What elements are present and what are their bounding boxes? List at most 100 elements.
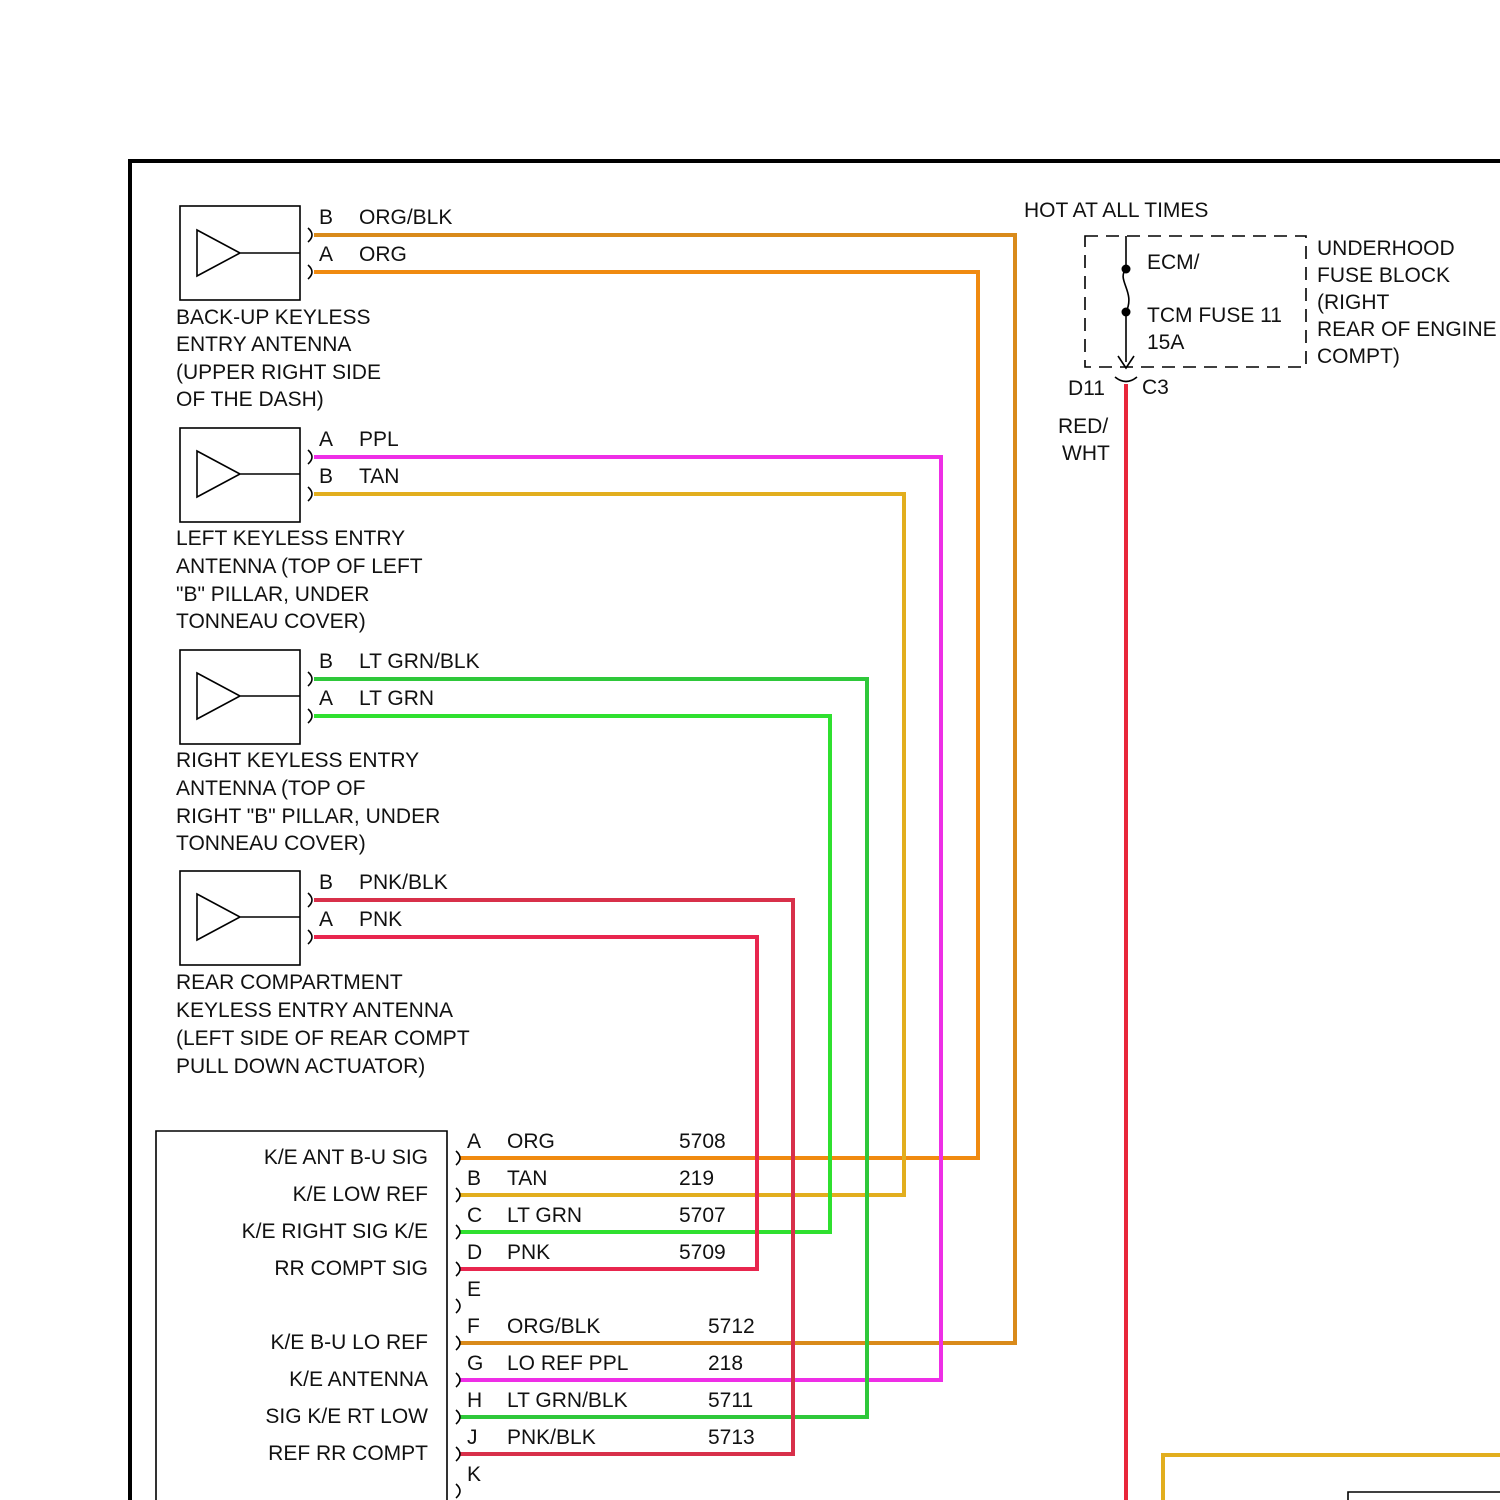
- pin-a-label: A: [319, 243, 333, 266]
- antenna-name-line-2: KEYLESS ENTRY ANTENNA: [176, 999, 453, 1022]
- antenna-name-line-4: TONNEAU COVER): [176, 832, 366, 855]
- module-label-6: K/E ANTENNA: [289, 1368, 428, 1391]
- fuse-icon: [1118, 236, 1134, 368]
- module-pin-d-color: PNK: [507, 1241, 550, 1264]
- fuse-terminal-bottom: [1122, 308, 1131, 317]
- antenna-name-line-1: REAR COMPARTMENT: [176, 971, 403, 994]
- connector-pin-a: [308, 450, 312, 464]
- module-pin-g-terminal: [456, 1373, 460, 1387]
- underhood-fuse-block: HOT AT ALL TIMES ECM/ TCM FUSE 11 15A UN…: [1024, 199, 1497, 465]
- pin-b-color: LT GRN/BLK: [359, 650, 480, 673]
- antenna-name-line-4: TONNEAU COVER): [176, 610, 366, 633]
- module-pin-j-terminal: [456, 1447, 460, 1461]
- antenna-icon: [197, 451, 300, 497]
- module-label-2: K/E LOW REF: [293, 1183, 428, 1206]
- pin-b-color: PNK/BLK: [359, 871, 448, 894]
- antenna-name-line-2: ANTENNA (TOP OF: [176, 777, 365, 800]
- module-pin-c-circuit: 5707: [679, 1204, 726, 1227]
- pin-a-color: PPL: [359, 428, 399, 451]
- module-label-1: K/E ANT B-U SIG: [264, 1146, 428, 1169]
- module-pin-b-terminal: [456, 1188, 460, 1202]
- module-pin-a: A: [467, 1130, 481, 1153]
- connector-pin-a: [308, 265, 312, 279]
- module-pin-d-circuit: 5709: [679, 1241, 726, 1264]
- module-pin-f: F: [467, 1315, 480, 1338]
- module-pins: A ORG 5708 B TAN 219 C LT GRN 5707 D PNK…: [456, 1130, 755, 1498]
- module-pin-b-color: TAN: [507, 1167, 547, 1190]
- connector-pin-b: [308, 893, 312, 907]
- wires: [314, 235, 1500, 1500]
- pin-a-label: A: [319, 908, 333, 931]
- module-pin-h-terminal: [456, 1410, 460, 1424]
- antenna-box: [180, 650, 300, 744]
- antenna-box: [180, 871, 300, 965]
- module-pin-k-terminal: [456, 1484, 460, 1498]
- fuse-block-label-3: (RIGHT: [1317, 291, 1389, 314]
- module-label-4: RR COMPT SIG: [274, 1257, 428, 1280]
- module-pin-j-circuit: 5713: [708, 1426, 755, 1449]
- antenna-icon: [197, 230, 300, 276]
- module-label-5: K/E B-U LO REF: [270, 1331, 428, 1354]
- connector-c3-label: C3: [1142, 376, 1169, 399]
- module-pin-k: K: [467, 1463, 481, 1486]
- antenna-name-line-4: PULL DOWN ACTUATOR): [176, 1055, 425, 1078]
- module-pin-f-color: ORG/BLK: [507, 1315, 600, 1338]
- antenna-name-line-4: OF THE DASH): [176, 388, 324, 411]
- pin-b-label: B: [319, 871, 333, 894]
- pin-b-label: B: [319, 206, 333, 229]
- fuse-terminal-top: [1122, 265, 1131, 274]
- module-pin-e: E: [467, 1278, 481, 1301]
- connector-c3-terminal: [1115, 377, 1137, 382]
- connector-pin-a: [308, 930, 312, 944]
- connector-pin-b: [308, 487, 312, 501]
- partial-component-box: [1348, 1492, 1500, 1500]
- module-label-7: SIG K/E RT LOW: [265, 1405, 428, 1428]
- fuse-label-line-1: ECM/: [1147, 251, 1200, 274]
- module-label-8: REF RR COMPT: [268, 1442, 428, 1465]
- connector-pin-a: [308, 709, 312, 723]
- antenna-name-line-2: ANTENNA (TOP OF LEFT: [176, 555, 423, 578]
- module-pin-c-terminal: [456, 1225, 460, 1239]
- wire-tan: [314, 494, 904, 1195]
- module-pin-h-color: LT GRN/BLK: [507, 1389, 628, 1412]
- connector-pin-b: [308, 672, 312, 686]
- pin-d11-label: D11: [1068, 377, 1105, 400]
- module-pin-g-color: LO REF PPL: [507, 1352, 628, 1375]
- fuse-label-line-3: 15A: [1147, 331, 1184, 354]
- module-pin-f-terminal: [456, 1336, 460, 1350]
- hot-at-all-times-label: HOT AT ALL TIMES: [1024, 199, 1208, 222]
- antenna-name-line-3: (LEFT SIDE OF REAR COMPT: [176, 1027, 470, 1050]
- fuse-block-label-2: FUSE BLOCK: [1317, 264, 1450, 287]
- antenna-icon: [197, 673, 300, 719]
- module-pin-a-circuit: 5708: [679, 1130, 726, 1153]
- pin-a-label: A: [319, 428, 333, 451]
- module-pin-e-terminal: [456, 1299, 460, 1313]
- module-pin-j-color: PNK/BLK: [507, 1426, 596, 1449]
- fuse-block-label-1: UNDERHOOD: [1317, 237, 1455, 260]
- antenna-name-line-3: RIGHT "B" PILLAR, UNDER: [176, 805, 440, 828]
- module-pin-a-terminal: [456, 1151, 460, 1165]
- antenna-box: [180, 428, 300, 522]
- keyless-entry-module: K/E ANT B-U SIG K/E LOW REF K/E RIGHT SI…: [156, 1130, 755, 1500]
- antenna-name-line-3: "B" PILLAR, UNDER: [176, 583, 369, 606]
- module-pin-g-circuit: 218: [708, 1352, 743, 1375]
- wire-org-blk: [314, 235, 1015, 1343]
- antenna-name-line-1: LEFT KEYLESS ENTRY: [176, 527, 405, 550]
- pin-b-color: TAN: [359, 465, 399, 488]
- wire-tan-partial: [1163, 1455, 1500, 1500]
- module-pin-j: J: [467, 1426, 478, 1449]
- module-pin-g: G: [467, 1352, 483, 1375]
- pin-b-color: ORG/BLK: [359, 206, 452, 229]
- module-pin-c-color: LT GRN: [507, 1204, 582, 1227]
- module-pin-h: H: [467, 1389, 482, 1412]
- antenna-icon: [197, 894, 300, 940]
- module-pin-h-circuit: 5711: [708, 1389, 753, 1412]
- module-label-3: K/E RIGHT SIG K/E: [242, 1220, 428, 1243]
- red-wht-label-1: RED/: [1058, 415, 1108, 438]
- antenna-name-line-1: RIGHT KEYLESS ENTRY: [176, 749, 419, 772]
- fuse-block-label-5: COMPT): [1317, 345, 1400, 368]
- pin-a-color: LT GRN: [359, 687, 434, 710]
- antenna-rear-compartment: B PNK/BLK A PNK REAR COMPARTMENT KEYLESS…: [176, 871, 470, 1078]
- antenna-name-line-1: BACK-UP KEYLESS: [176, 306, 371, 329]
- module-pin-c: C: [467, 1204, 482, 1227]
